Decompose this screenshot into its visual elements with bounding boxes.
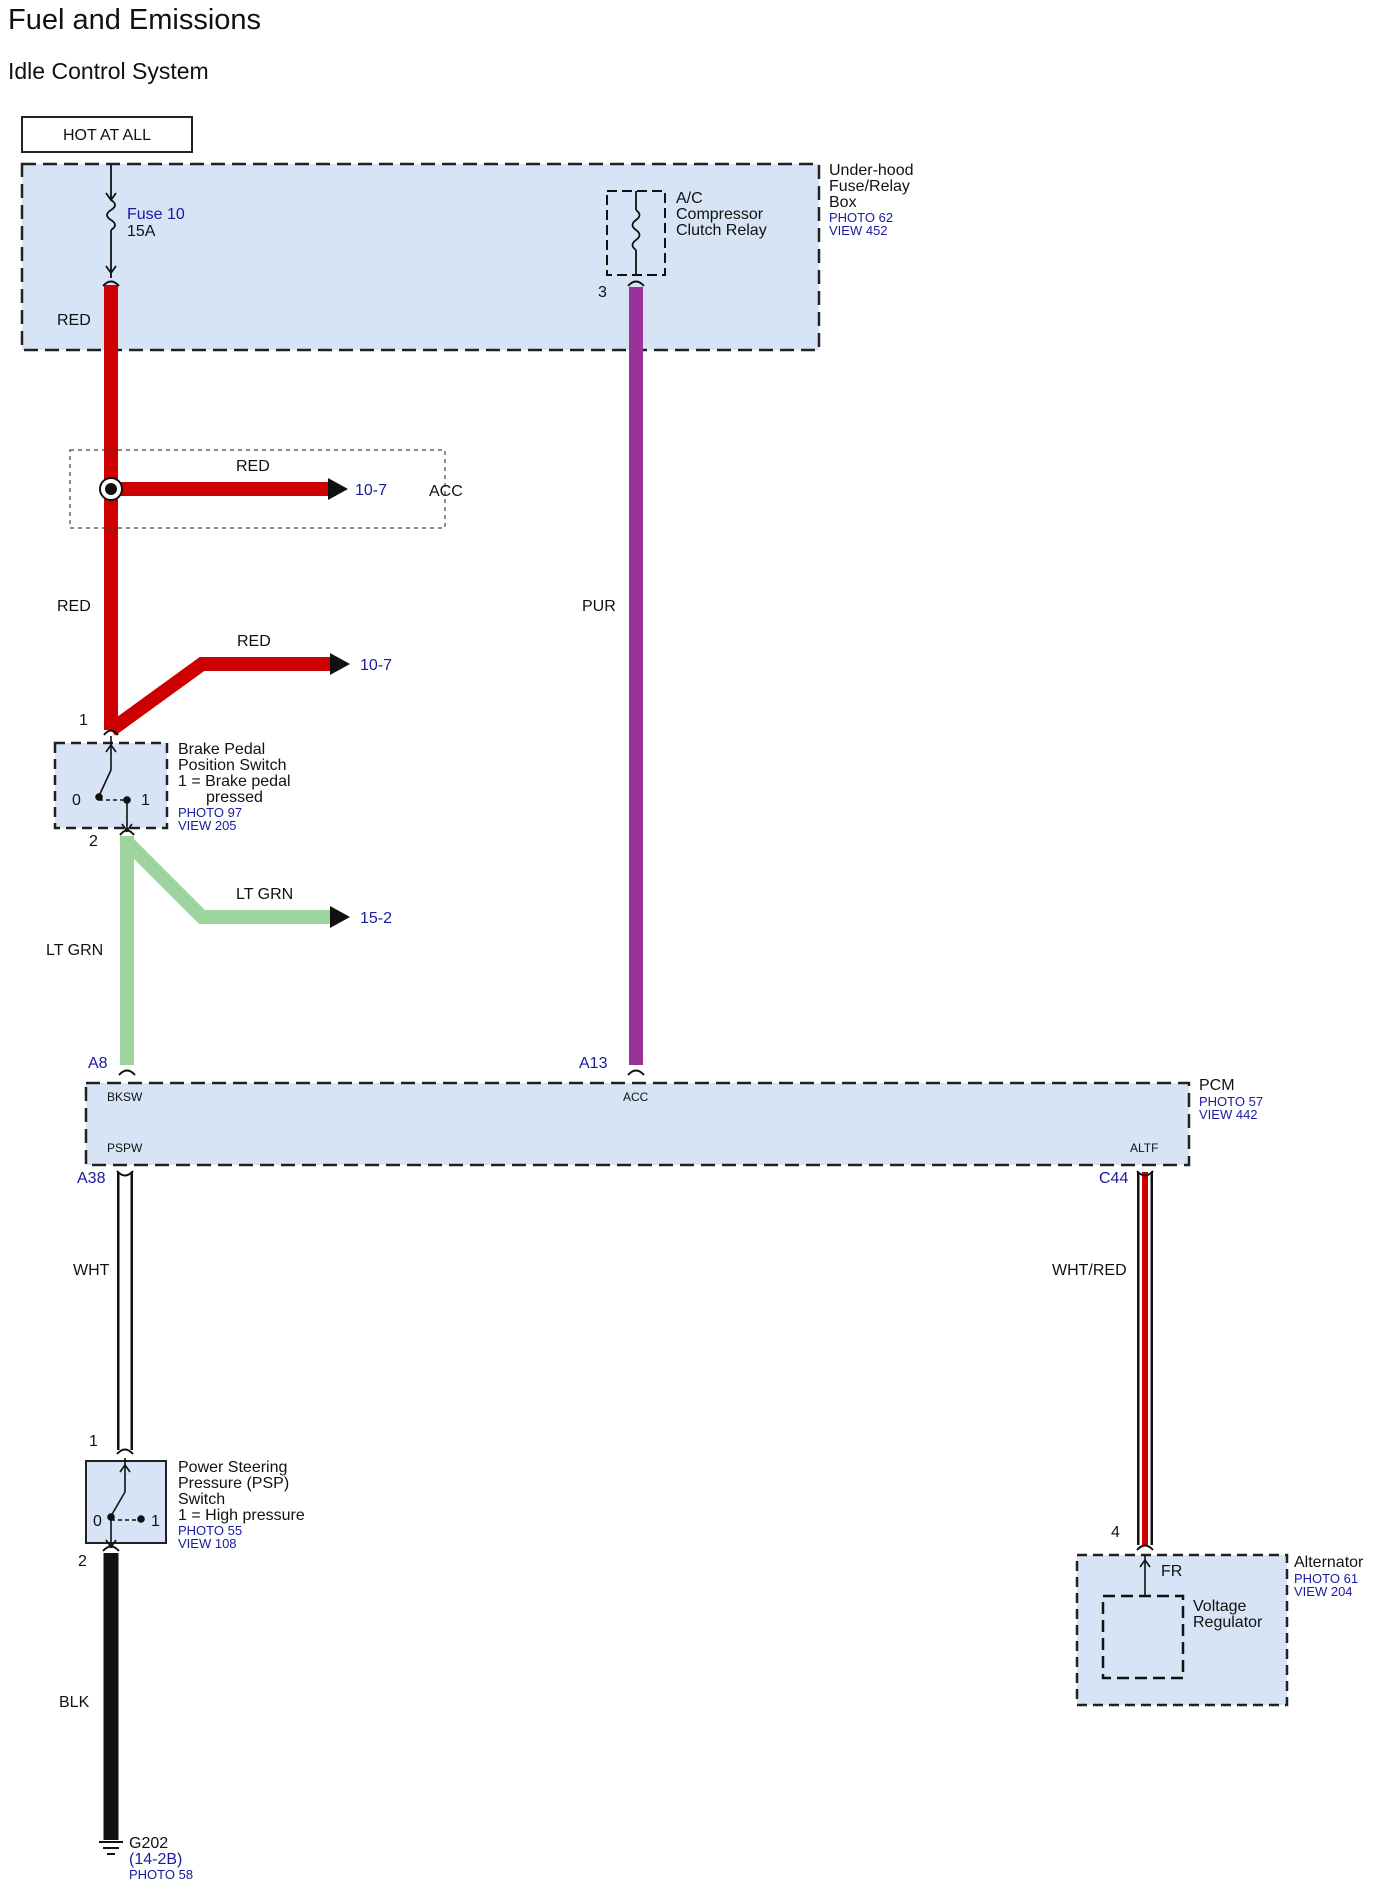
pcm-pin-a38: A38 <box>77 1170 106 1187</box>
ground-ref[interactable]: (14-2B) <box>129 1851 182 1868</box>
red-splice-label: RED <box>236 458 270 475</box>
ref-10-7-acc[interactable]: 10-7 <box>355 482 387 499</box>
brake-pos-0: 0 <box>72 792 81 809</box>
ground-icon <box>99 1841 123 1855</box>
fuse-name: Fuse 10 <box>127 206 185 223</box>
pcm-pin-a8: A8 <box>88 1055 108 1072</box>
red-branch-acc <box>99 477 348 501</box>
ref-10-7-branch[interactable]: 10-7 <box>360 657 392 674</box>
alternator-pin-4: 4 <box>1111 1524 1120 1541</box>
fuse-box-name-1: Under-hood <box>829 162 914 179</box>
lt-green-wire <box>120 836 350 1065</box>
psp-switch-name-4: 1 = High pressure <box>178 1507 305 1524</box>
alternator-fr: FR <box>1161 1563 1182 1580</box>
ref-15-2[interactable]: 15-2 <box>360 910 392 927</box>
fuse-box-name-2: Fuse/Relay <box>829 178 910 195</box>
pcm-view: VIEW 442 <box>1199 1107 1258 1122</box>
fuse-box-photo: PHOTO 62 <box>829 210 893 225</box>
brake-pin-2: 2 <box>89 833 98 850</box>
brake-switch-name-4: pressed <box>206 789 263 806</box>
hot-at-all-label: HOT AT ALL <box>21 116 193 153</box>
alternator-name: Alternator <box>1294 1554 1364 1571</box>
relay-name-2: Compressor <box>676 206 764 223</box>
lt-green-wire-label: LT GRN <box>46 942 103 959</box>
white-wire-label: WHT <box>73 1262 110 1279</box>
fuse-box-view: VIEW 452 <box>829 223 888 238</box>
pcm-photo: PHOTO 57 <box>1199 1094 1263 1109</box>
regulator-name-1: Voltage <box>1193 1598 1246 1615</box>
relay-pin-3: 3 <box>598 284 607 301</box>
pcm-name: PCM <box>1199 1077 1235 1094</box>
black-wire-label: BLK <box>59 1694 90 1711</box>
regulator-name-2: Regulator <box>1193 1614 1263 1631</box>
psp-switch-name-3: Switch <box>178 1491 225 1508</box>
brake-switch-name-1: Brake Pedal <box>178 741 265 758</box>
red-wire-label-1: RED <box>57 312 91 329</box>
pcm-term-bksw: BKSW <box>107 1090 143 1104</box>
pcm-box <box>84 1081 1191 1167</box>
white-red-wire-label: WHT/RED <box>1052 1262 1127 1279</box>
relay-name-3: Clutch Relay <box>676 222 767 239</box>
alternator-view: VIEW 204 <box>1294 1584 1353 1599</box>
red-branch-brake <box>106 653 350 736</box>
pcm-term-acc: ACC <box>623 1090 649 1104</box>
pcm-pin-a13: A13 <box>579 1055 608 1072</box>
purple-wire-label: PUR <box>582 598 616 615</box>
red-wire <box>102 280 120 730</box>
page-subtitle: Idle Control System <box>8 58 209 84</box>
voltage-regulator-box <box>1101 1594 1185 1680</box>
pcm-connector-a8 <box>118 1069 136 1076</box>
psp-switch-name-1: Power Steering <box>178 1459 287 1476</box>
ground-name: G202 <box>129 1835 168 1852</box>
brake-switch-photo: PHOTO 97 <box>178 805 242 820</box>
relay-name-1: A/C <box>676 190 703 207</box>
fr-arrow <box>1139 1555 1151 1596</box>
psp-pos-1: 1 <box>151 1513 160 1530</box>
fuse-relay-box <box>20 162 821 352</box>
pcm-connector-a13 <box>627 1069 645 1076</box>
page-title: Fuel and Emissions <box>8 4 261 36</box>
psp-switch-box <box>85 1460 167 1544</box>
psp-switch-view: VIEW 108 <box>178 1536 237 1551</box>
psp-pin-2: 2 <box>78 1553 87 1570</box>
brake-switch-name-2: Position Switch <box>178 757 287 774</box>
white-wire <box>116 1170 134 1455</box>
pcm-pin-c44: C44 <box>1099 1170 1128 1187</box>
acc-label: ACC <box>429 483 463 500</box>
brake-switch-name-3: 1 = Brake pedal <box>178 773 291 790</box>
brake-switch-view: VIEW 205 <box>178 818 237 833</box>
pcm-term-altf: ALTF <box>1130 1141 1158 1155</box>
purple-wire <box>627 280 645 1065</box>
red-branch-label: RED <box>237 633 271 650</box>
fuse-symbol <box>105 165 117 278</box>
splice-region <box>69 449 446 529</box>
psp-switch-symbol <box>102 1458 145 1552</box>
ground-photo: PHOTO 58 <box>129 1867 193 1882</box>
psp-switch-photo: PHOTO 55 <box>178 1523 242 1538</box>
psp-pin-1: 1 <box>89 1433 98 1450</box>
brake-pos-1: 1 <box>141 792 150 809</box>
brake-pin-1: 1 <box>79 712 88 729</box>
psp-switch-name-2: Pressure (PSP) <box>178 1475 289 1492</box>
white-red-wire <box>1136 1170 1154 1551</box>
svg-text:HOT AT ALL: HOT AT ALL <box>63 127 151 144</box>
lt-green-branch-label: LT GRN <box>236 886 293 903</box>
psp-pos-0: 0 <box>93 1513 102 1530</box>
brake-switch-symbol <box>95 729 135 836</box>
alternator-photo: PHOTO 61 <box>1294 1571 1358 1586</box>
fuse-box-name-3: Box <box>829 194 857 211</box>
relay-symbol <box>606 190 666 276</box>
fuse-rating: 15A <box>127 223 156 240</box>
pcm-term-pspw: PSPW <box>107 1141 143 1155</box>
red-wire-label-2: RED <box>57 598 91 615</box>
